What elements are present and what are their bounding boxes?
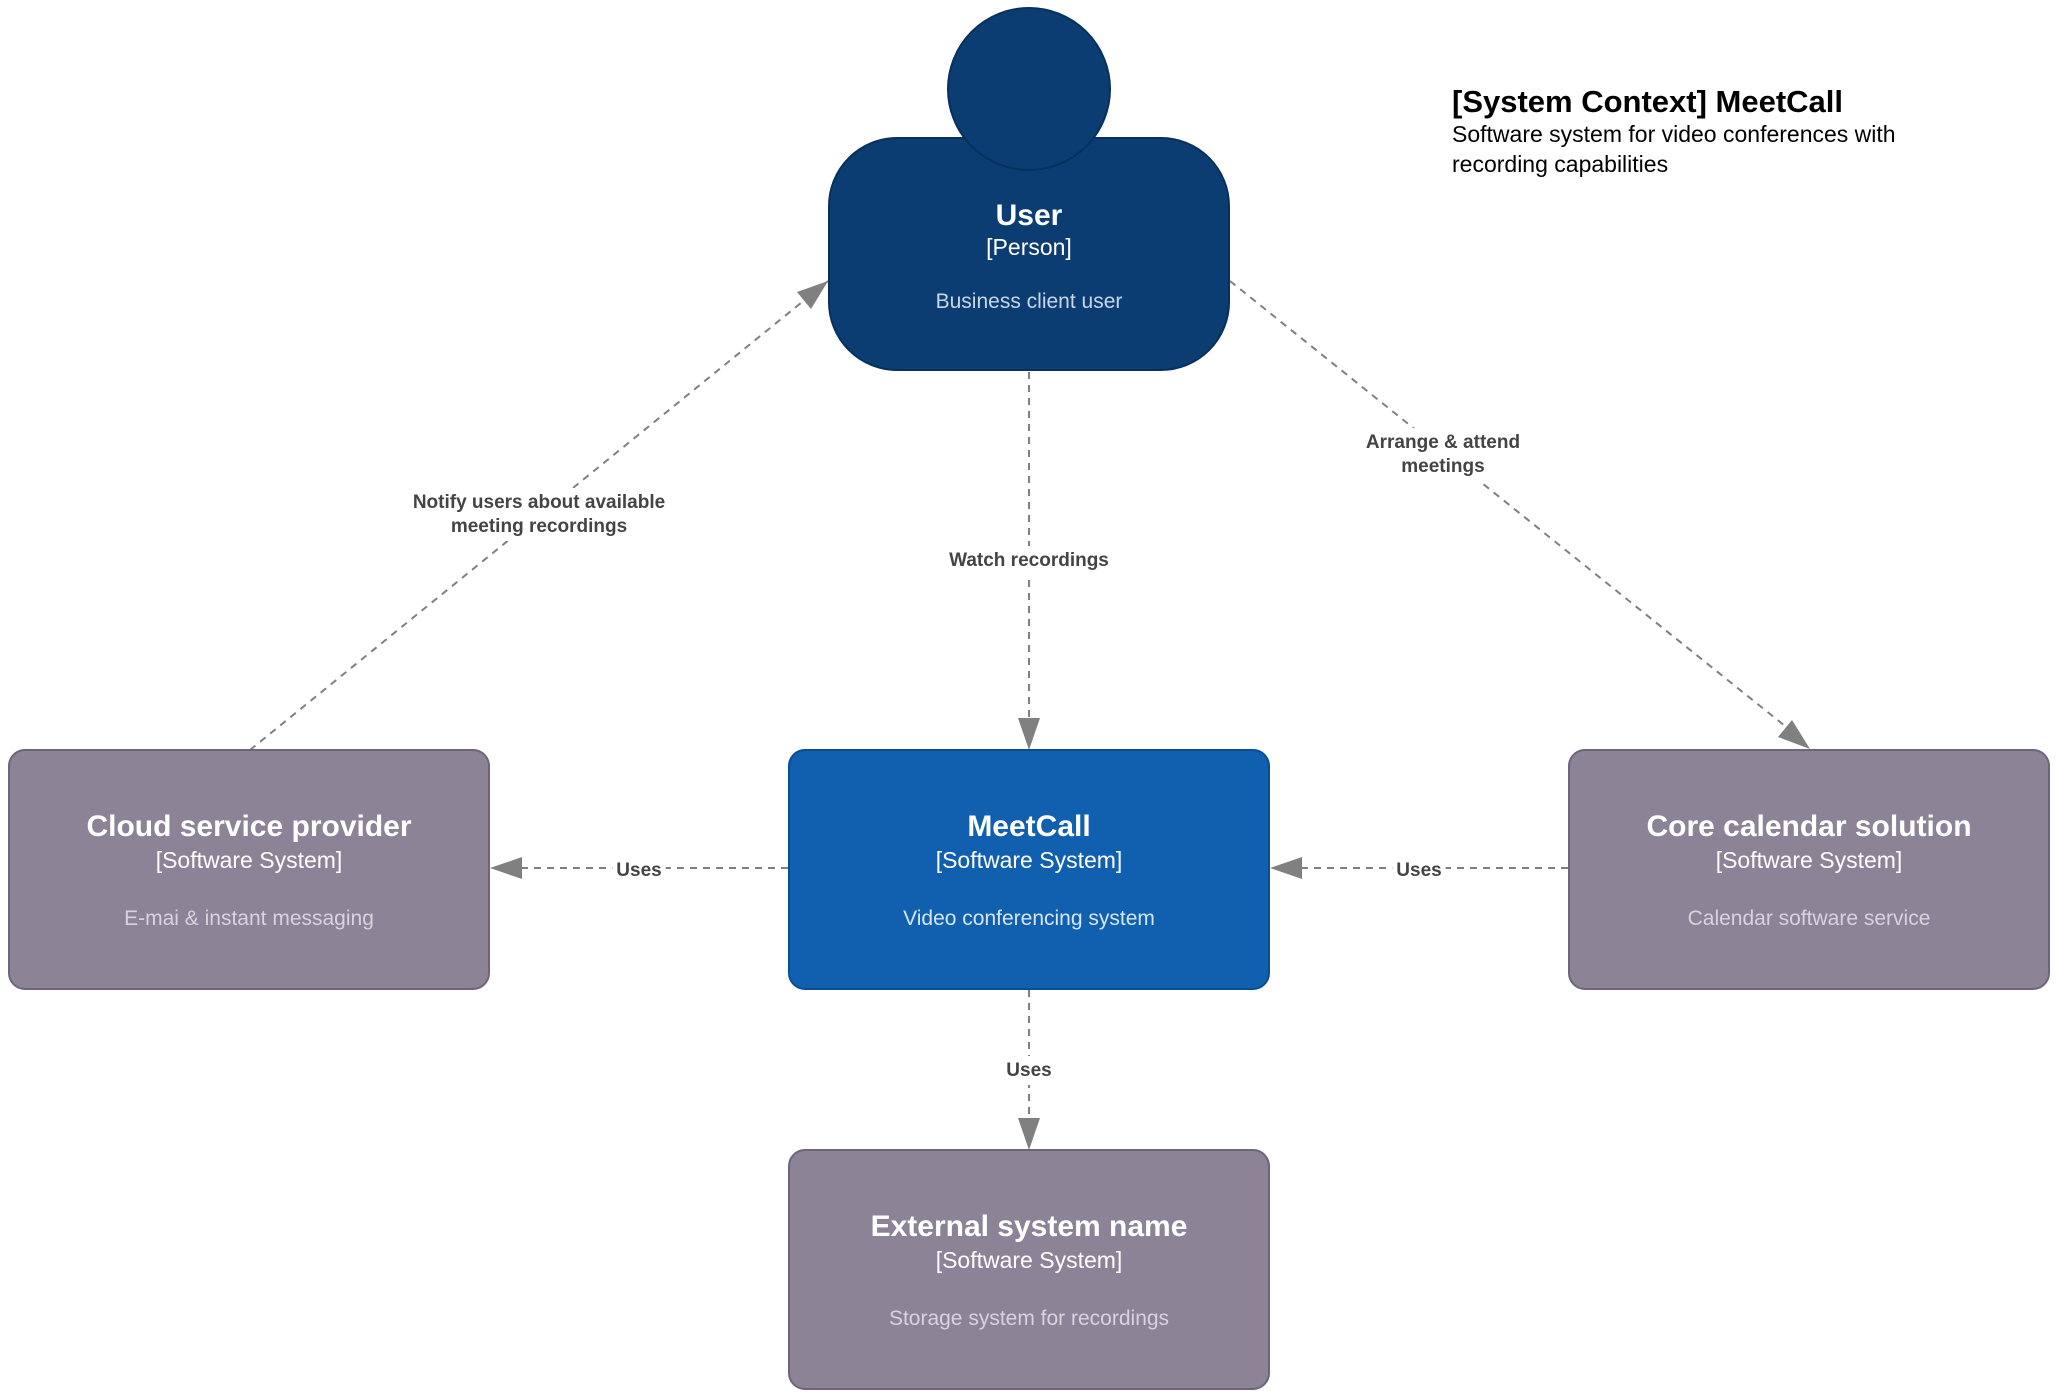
system-external[interactable]: External system name [Software System] S… <box>788 1149 1270 1390</box>
meetcall-name: MeetCall <box>967 810 1090 843</box>
user-name: User <box>996 199 1063 232</box>
edge-label-notify-line-1: Notify users about available <box>413 492 665 513</box>
meetcall-description: Video conferencing system <box>903 907 1155 930</box>
edge-label-watch-line-1: Watch recordings <box>949 550 1109 571</box>
external-description: Storage system for recordings <box>889 1307 1169 1330</box>
cloud-name: Cloud service provider <box>86 810 411 843</box>
diagram-legend: [System Context] MeetCall Software syste… <box>1452 84 1896 177</box>
external-name: External system name <box>871 1210 1188 1243</box>
calendar-name: Core calendar solution <box>1646 810 1971 843</box>
edge-label-arrange: Arrange & attend meetings <box>1361 428 1525 481</box>
edge-arrange-arrowhead <box>1778 720 1810 749</box>
cloud-type: [Software System] <box>156 847 343 873</box>
edge-label-uses-cloud: Uses <box>612 856 666 885</box>
cloud-box <box>8 749 490 990</box>
user-type: [Person] <box>986 234 1072 260</box>
external-box <box>788 1149 1270 1390</box>
external-type: [Software System] <box>936 1247 1123 1273</box>
diagram-description-line-1: Software system for video conferences wi… <box>1452 121 1896 147</box>
edge-label-watch: Watch recordings <box>945 546 1113 575</box>
meetcall-type: [Software System] <box>936 847 1123 873</box>
edge-label-uses-cloud-line-1: Uses <box>616 860 661 881</box>
calendar-description: Calendar software service <box>1688 907 1931 930</box>
edge-label-uses-calendar: Uses <box>1392 856 1446 885</box>
edge-uses-cloud-arrowhead <box>490 857 522 879</box>
edge-arrange-line <box>1229 280 1791 731</box>
person-user[interactable]: User [Person] Business client user <box>828 7 1230 371</box>
system-cloud-service-provider[interactable]: Cloud service provider [Software System]… <box>8 749 490 990</box>
edge-label-notify-line-2: meeting recordings <box>451 516 627 537</box>
edge-notify-arrowhead <box>797 281 828 309</box>
system-meetcall[interactable]: MeetCall [Software System] Video confere… <box>788 749 1270 990</box>
cloud-description: E-mai & instant messaging <box>124 907 374 930</box>
person-head <box>947 7 1111 171</box>
edge-notify-users <box>249 280 829 751</box>
edge-label-arrange-line-2: meetings <box>1401 456 1484 477</box>
edge-label-uses-calendar-line-1: Uses <box>1396 860 1441 881</box>
edge-uses-calendar-arrowhead <box>1270 857 1302 879</box>
calendar-type: [Software System] <box>1716 847 1903 873</box>
calendar-box <box>1568 749 2050 990</box>
edge-label-arrange-line-1: Arrange & attend <box>1366 432 1520 453</box>
edge-label-notify: Notify users about available meeting rec… <box>408 488 670 541</box>
edge-arrange-meetings <box>1229 280 1810 749</box>
edge-label-uses-external: Uses <box>1002 1056 1056 1085</box>
edge-watch-arrowhead <box>1018 718 1040 750</box>
diagram-description-line-2: recording capabilities <box>1452 151 1668 177</box>
edge-uses-external-arrowhead <box>1018 1118 1040 1150</box>
edge-label-uses-external-line-1: Uses <box>1006 1060 1051 1081</box>
system-core-calendar-solution[interactable]: Core calendar solution [Software System]… <box>1568 749 2050 990</box>
diagram-title: [System Context] MeetCall <box>1452 84 1843 119</box>
user-description: Business client user <box>936 290 1123 313</box>
meetcall-box <box>788 749 1270 990</box>
